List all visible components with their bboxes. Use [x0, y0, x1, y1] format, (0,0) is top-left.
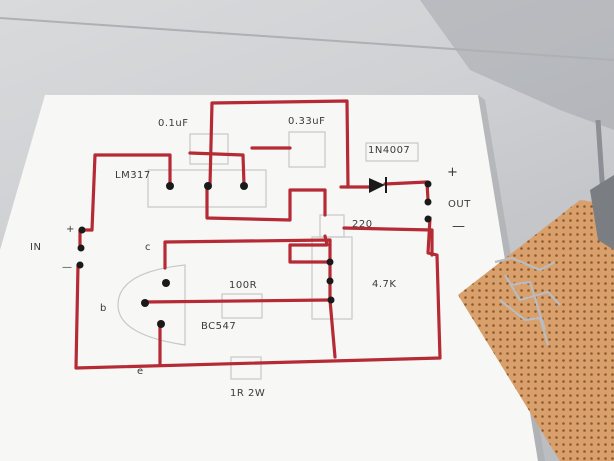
wire-4k7-bottom — [328, 298, 337, 359]
wire-adj — [205, 183, 327, 222]
label-in: IN — [30, 242, 42, 253]
alligator-clip — [590, 119, 614, 250]
label-base: b — [100, 303, 107, 314]
wire-base — [143, 298, 332, 304]
node-in-plus — [78, 226, 86, 234]
wire-220-right — [342, 226, 434, 257]
node-out-mid — [424, 198, 432, 206]
node-lm317-left — [166, 182, 174, 190]
label-minus-in: — — [62, 262, 73, 273]
node-base — [141, 299, 149, 307]
node-in-mid — [77, 244, 85, 252]
label-transistor: BC547 — [201, 321, 237, 332]
solder-trace-d — [509, 280, 547, 331]
wire-top-loop — [208, 99, 350, 189]
wire-collector — [163, 238, 332, 302]
node-lm317-right — [240, 182, 248, 190]
perfboard — [458, 200, 614, 461]
label-regulator: LM317 — [115, 170, 151, 181]
wire-cap1 — [188, 151, 246, 187]
node-in-minus — [76, 261, 84, 269]
label-cap2: 0.33uF — [288, 116, 326, 127]
label-collector: c — [145, 242, 151, 253]
label-res1r: 1R 2W — [230, 388, 266, 399]
solder-trace-a — [494, 256, 556, 272]
label-res220: 220 — [352, 219, 373, 230]
wire-220-down — [288, 234, 332, 264]
wire-left-rail — [78, 153, 172, 247]
outline-res1r — [230, 356, 262, 380]
perfboard-holes — [458, 200, 614, 461]
paper-sheet — [0, 95, 538, 461]
background-dark-region — [420, 0, 614, 130]
table-edge — [0, 17, 614, 61]
node-4k7-top — [326, 258, 334, 266]
node-collector — [162, 279, 170, 287]
solder-trace-c — [499, 299, 550, 346]
label-diode: 1N4007 — [368, 145, 411, 156]
label-plus-out: + — [447, 165, 459, 180]
diode-symbol — [369, 178, 385, 193]
clip-jaw — [590, 175, 614, 250]
outline-diode — [365, 142, 419, 162]
node-4k7-mid — [326, 277, 334, 285]
label-res100: 100R — [229, 280, 258, 291]
wire-ground-rail — [74, 216, 442, 370]
label-res47k: 4.7K — [372, 279, 397, 290]
wires — [74, 99, 442, 370]
outline-res100 — [221, 293, 263, 319]
label-out: OUT — [448, 199, 471, 210]
node-emitter — [157, 320, 165, 328]
node-out-minus — [424, 215, 432, 223]
label-emitter: e — [137, 366, 144, 377]
perfboard-solder — [494, 256, 561, 346]
node-4k7-bottom — [327, 296, 335, 304]
node-dots — [76, 180, 432, 328]
label-plus-in: + — [66, 224, 75, 235]
label-cap1: 0.1uF — [158, 118, 189, 129]
node-out-plus — [424, 180, 432, 188]
label-minus-out: — — [452, 219, 466, 234]
node-lm317-mid — [204, 182, 212, 190]
